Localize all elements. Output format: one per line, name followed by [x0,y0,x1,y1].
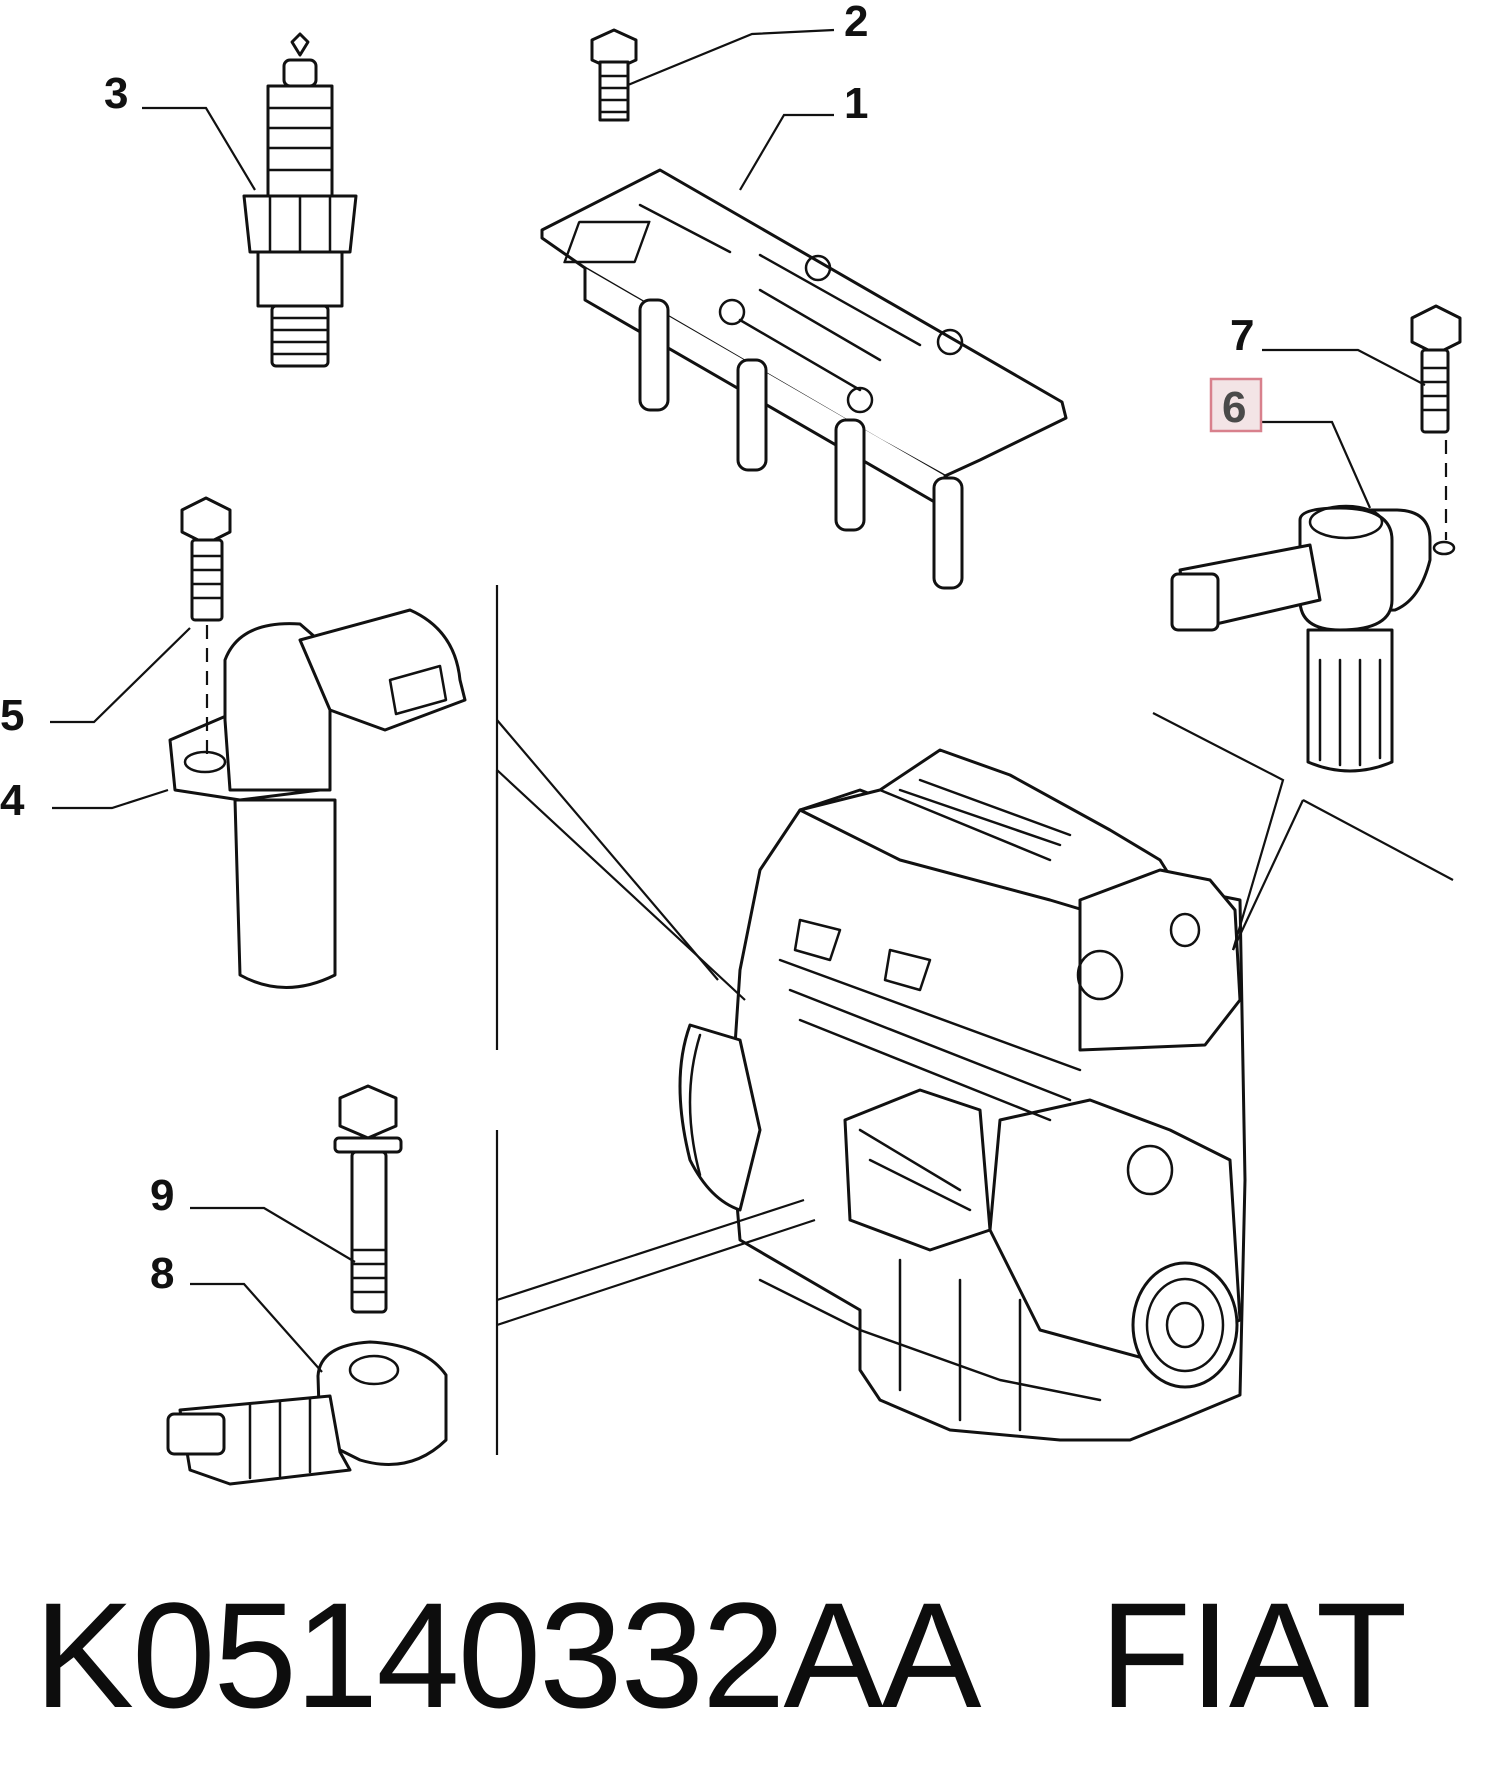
callout-5: 5 [0,691,24,740]
engine-assembly [678,748,1247,1442]
callout-6: 6 [1222,383,1246,432]
callout-1: 1 [844,79,868,128]
knock-sensor-bolt-part [333,1084,403,1314]
callout-4: 4 [0,776,25,825]
sensor-bolt-left-part [180,496,232,622]
callout-leaders [50,28,1426,1373]
callout-7: 7 [1230,311,1254,360]
ignition-coil-part [540,168,1068,590]
part-caption: K05140332AA FIAT [34,1555,1408,1755]
connector-lines [495,585,1454,1455]
callout-2: 2 [844,0,868,46]
coil-bolt-part [590,28,638,122]
spark-plug-part [242,32,358,368]
camshaft-sensor-part [1170,504,1456,773]
knock-sensor-part [166,1340,448,1486]
callout-8: 8 [150,1249,174,1298]
sensor-bolt-right-part [1410,304,1462,434]
crankshaft-sensor-part [168,608,467,989]
brand-name: FIAT [1099,1571,1408,1739]
callout-3: 3 [104,69,128,118]
callout-9: 9 [150,1171,174,1220]
part-number: K05140332AA [34,1571,982,1739]
callout-6-highlight-box [1209,377,1263,433]
